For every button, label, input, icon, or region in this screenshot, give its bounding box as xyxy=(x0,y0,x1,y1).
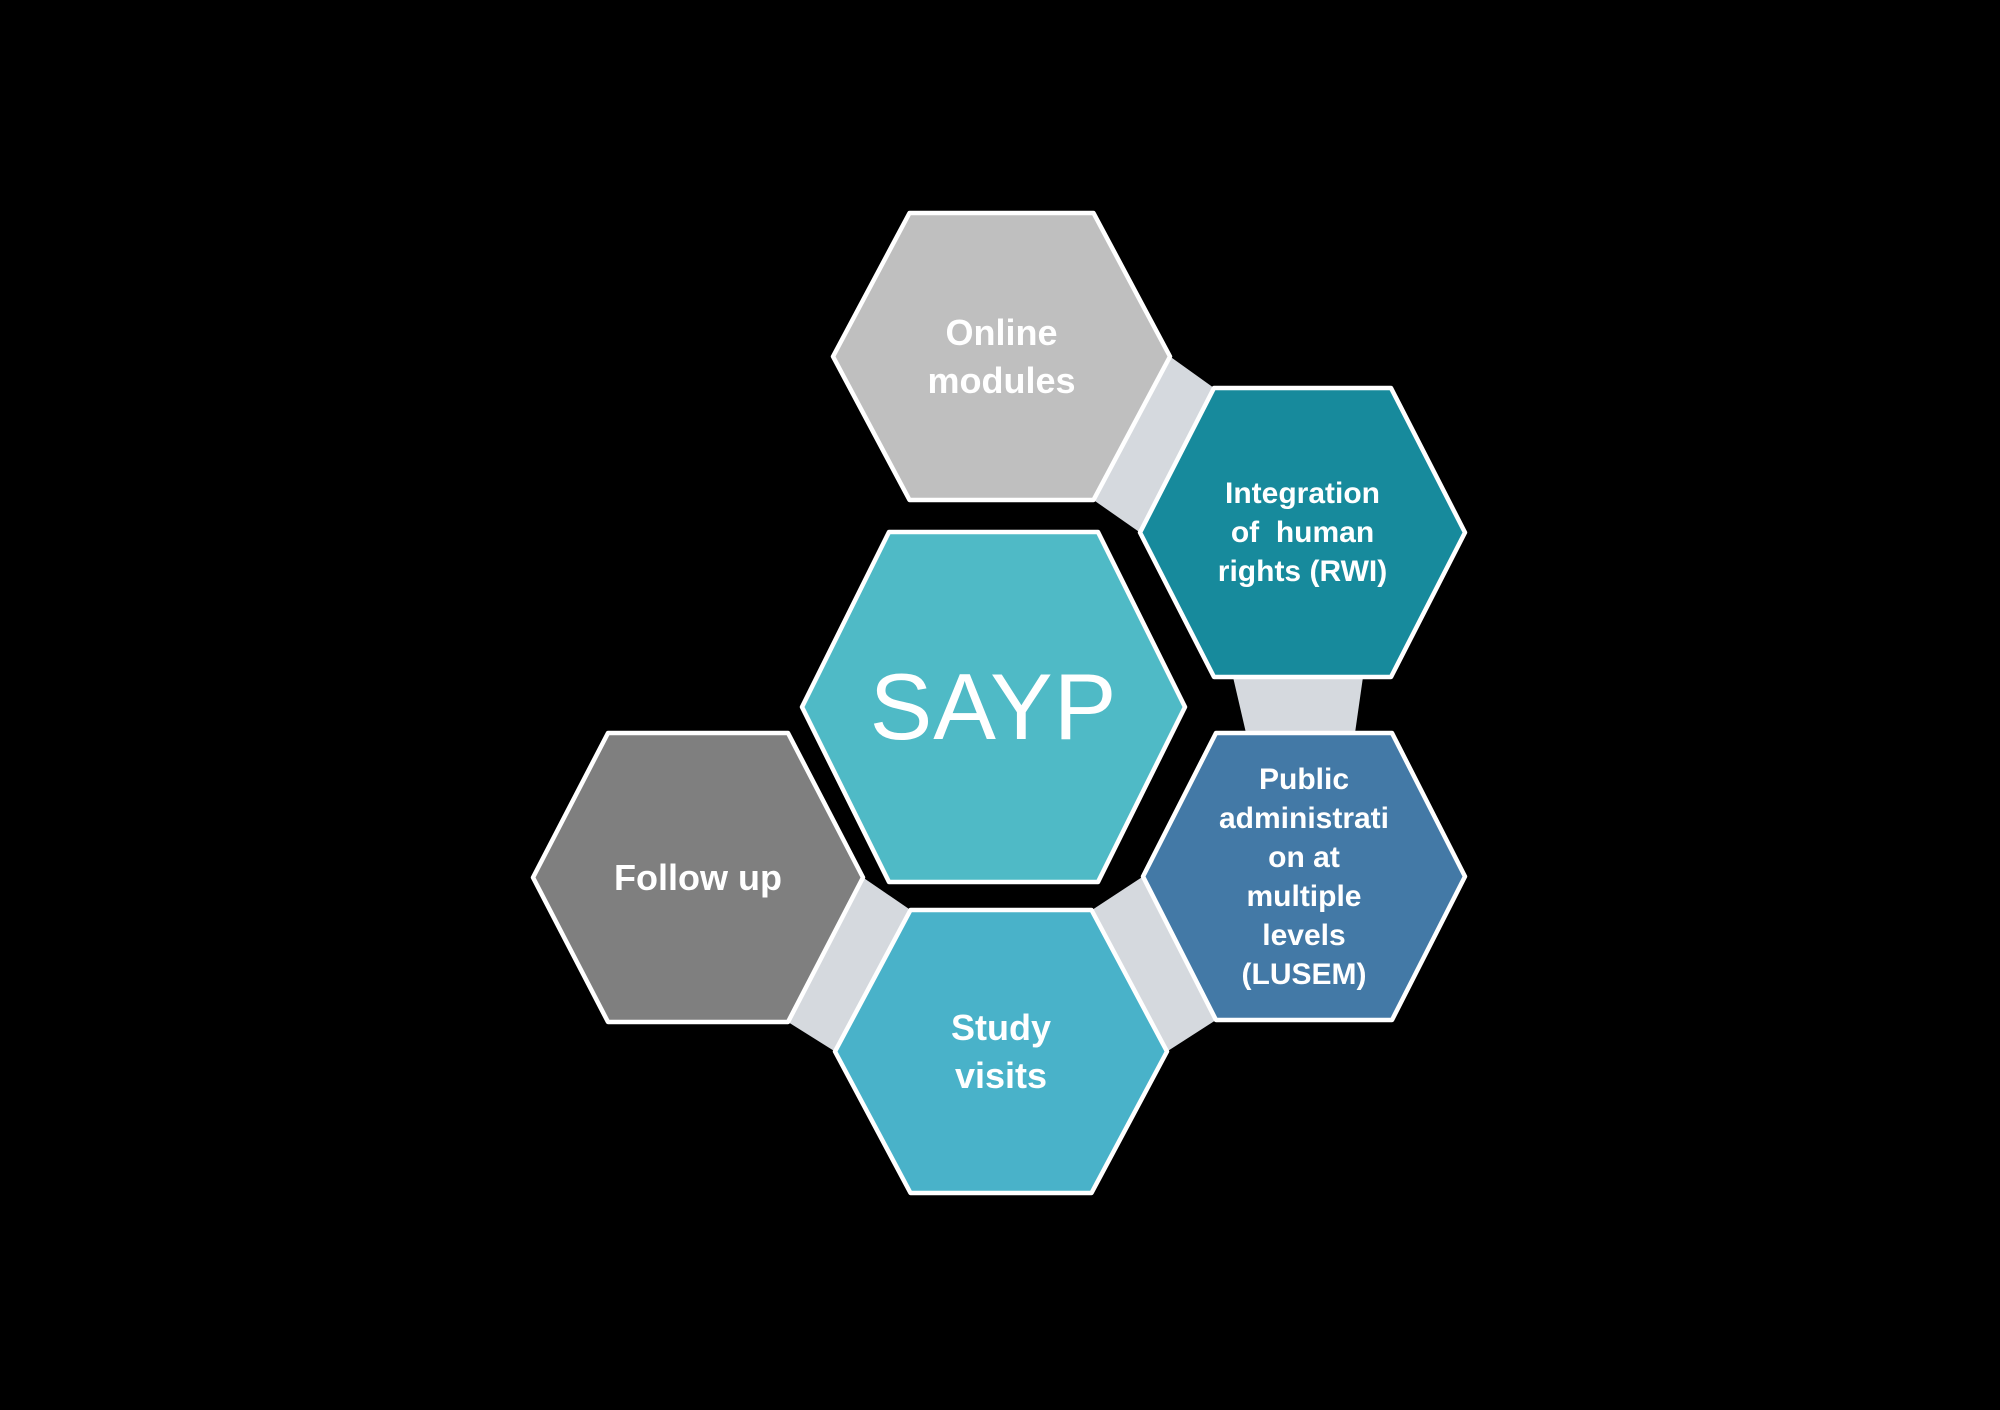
follow-up-hexagon xyxy=(530,730,866,1025)
lusem-hexagon xyxy=(1140,730,1468,1023)
connector-follow-to-study xyxy=(788,877,911,1052)
online-modules-hexagon xyxy=(830,210,1173,503)
connector-lusem-to-study xyxy=(1092,876,1216,1052)
study-visits-hexagon xyxy=(832,907,1170,1196)
sayp-hexagon xyxy=(799,529,1188,885)
connector-online-to-integration xyxy=(1093,356,1214,533)
integration-hexagon xyxy=(1137,385,1468,680)
connector-integration-to-lusem xyxy=(1233,677,1363,733)
